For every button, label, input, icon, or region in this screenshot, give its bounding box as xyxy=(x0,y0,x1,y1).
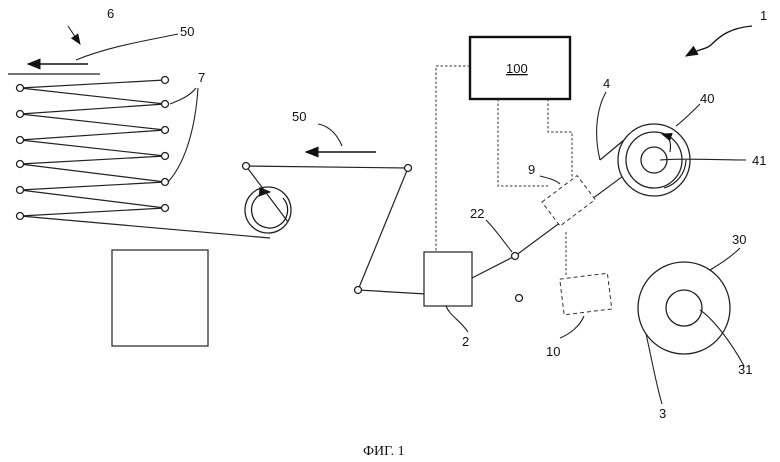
control-line-sensor9 xyxy=(498,99,548,186)
leader-9 xyxy=(540,176,560,184)
leader-50-mid xyxy=(318,124,342,146)
festoon-web xyxy=(20,80,270,238)
label-3: 3 xyxy=(659,406,666,421)
label-4: 4 xyxy=(603,76,610,91)
label-50-top: 50 xyxy=(180,24,194,39)
label-100: 100 xyxy=(506,61,528,76)
label-1: 1 xyxy=(760,8,767,23)
label-41: 41 xyxy=(752,153,766,168)
guide-roller-a xyxy=(243,163,250,170)
label-31: 31 xyxy=(738,362,752,377)
label-50-mid: 50 xyxy=(292,109,306,124)
web-to-guide-22 xyxy=(472,256,515,278)
drum-roller xyxy=(245,187,291,233)
leader-7b xyxy=(170,88,196,104)
guide-roller-lower xyxy=(516,295,523,302)
leader-10 xyxy=(560,316,584,338)
sensor-9 xyxy=(542,176,595,226)
label-2: 2 xyxy=(462,334,469,349)
leader-30 xyxy=(710,248,740,270)
leader-2 xyxy=(446,306,468,332)
direction-arrow-1 xyxy=(686,26,752,56)
guide-roller-c xyxy=(355,287,362,294)
leader-4 xyxy=(597,92,606,160)
label-22: 22 xyxy=(470,206,484,221)
label-30: 30 xyxy=(732,232,746,247)
guide-roller-b xyxy=(405,165,412,172)
label-7: 7 xyxy=(198,70,205,85)
leader-41 xyxy=(660,159,746,160)
label-40: 40 xyxy=(700,91,714,106)
leader-22 xyxy=(486,220,512,252)
roll-40 xyxy=(618,124,690,196)
leader-7 xyxy=(168,88,198,182)
sensor-10 xyxy=(560,273,612,315)
control-line-unit2 xyxy=(436,66,470,252)
empty-box xyxy=(112,250,208,346)
roll-30 xyxy=(638,262,730,354)
unit-2 xyxy=(424,252,472,306)
label-6: 6 xyxy=(107,6,114,21)
leader-50-top xyxy=(76,34,178,60)
leader-6 xyxy=(68,26,80,44)
control-line-sensor9b xyxy=(548,99,572,178)
label-10: 10 xyxy=(546,344,560,359)
leader-40 xyxy=(676,104,700,126)
label-9: 9 xyxy=(528,162,535,177)
figure-caption: ФИГ. 1 xyxy=(363,444,405,459)
guide-roller-22 xyxy=(512,253,519,260)
